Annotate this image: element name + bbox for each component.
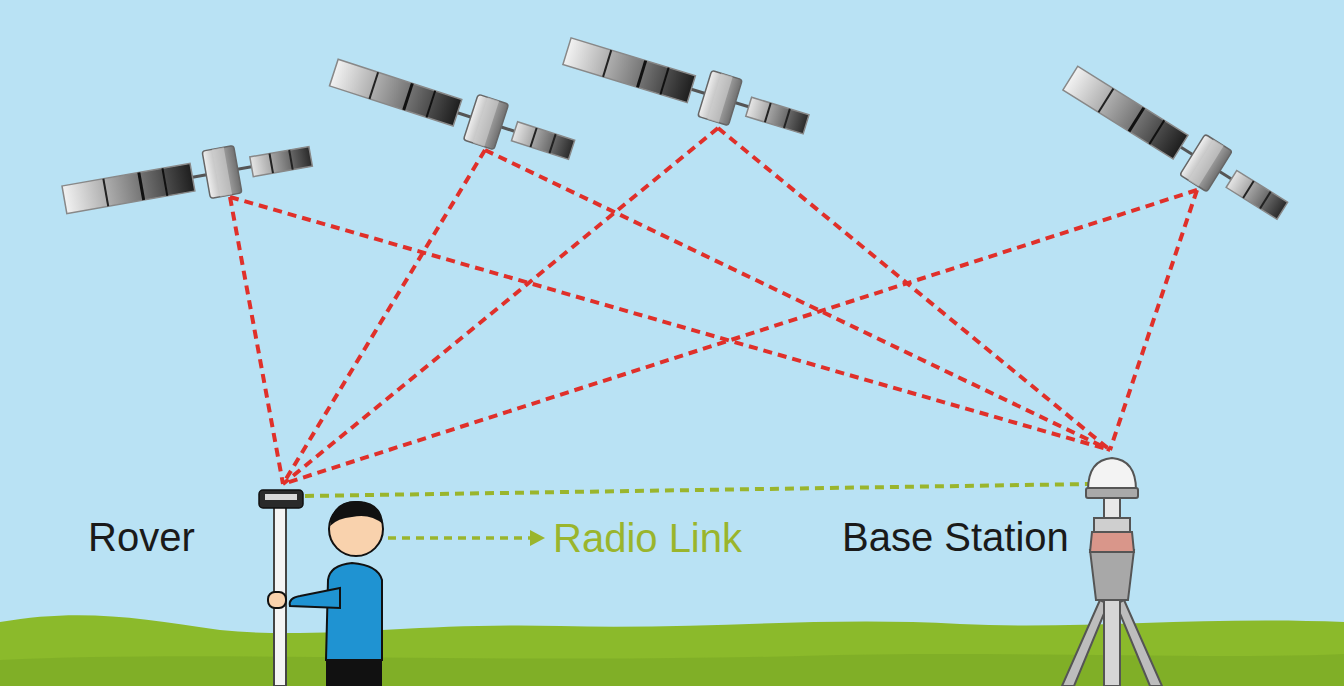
rover-label: Rover: [88, 517, 195, 557]
radio-link-label: Radio Link: [553, 518, 742, 558]
base-station-label: Base Station: [842, 517, 1069, 557]
